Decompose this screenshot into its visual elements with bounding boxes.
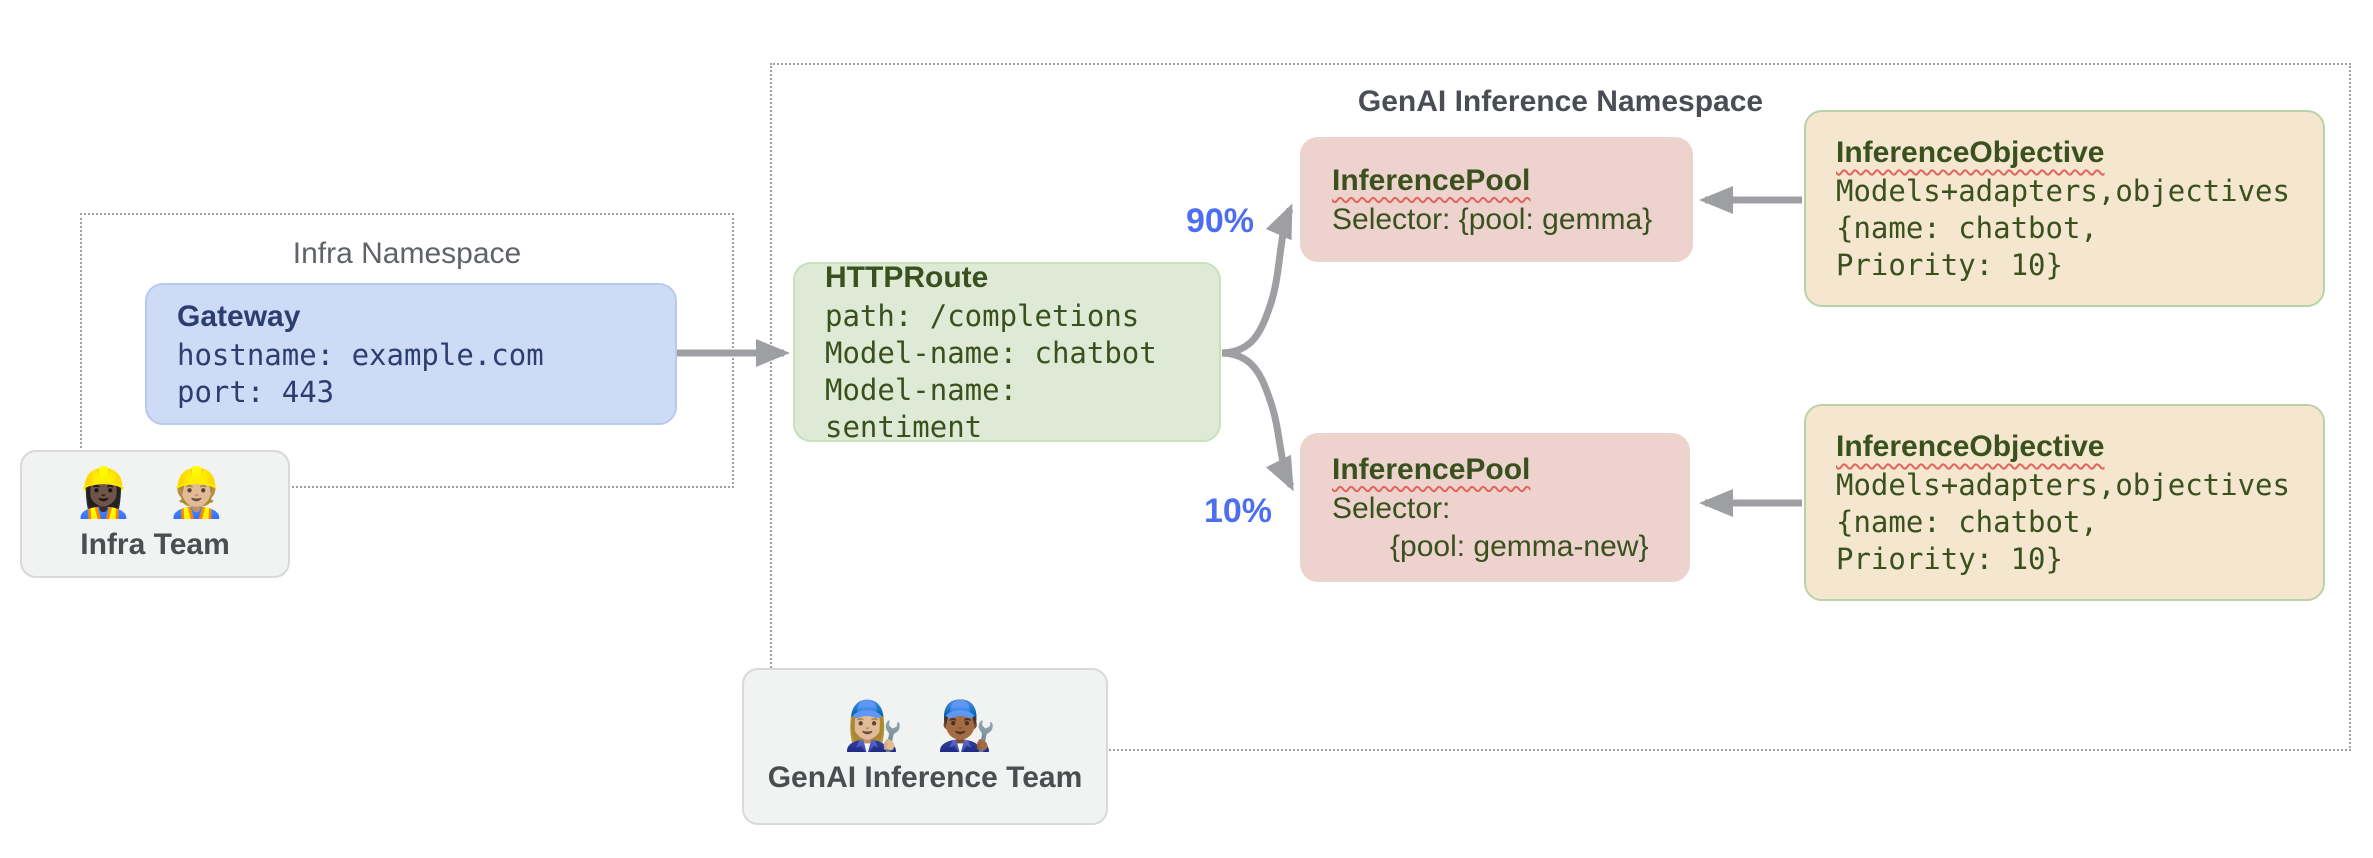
genai-namespace-box: GenAI Inference Namespace (770, 63, 2351, 751)
inference-objective-2-title: InferenceObjective (1836, 430, 2105, 463)
inference-objective-1-line-1: Models+adapters,objectives (1836, 174, 2290, 208)
infra-team-card: 👷🏿‍♀️ 👷🏼 Infra Team (20, 450, 290, 578)
httproute-path: path: /completions (825, 299, 1140, 333)
genai-team-label: GenAI Inference Team (767, 760, 1083, 794)
inference-objective-1-node: InferenceObjective Models+adapters,objec… (1804, 110, 2325, 307)
inference-pool-2-selector-value: {pool: gemma-new} (1390, 529, 1649, 563)
httproute-model-1: Model-name: chatbot (825, 336, 1157, 370)
inference-objective-1-title: InferenceObjective (1836, 136, 2105, 169)
httproute-node: HTTPRoute path: /completions Model-name:… (793, 261, 1221, 444)
gateway-port: port: 443 (177, 375, 335, 409)
inference-pool-1-selector: Selector: {pool: gemma} (1332, 202, 1653, 236)
infra-namespace-box: Infra Namespace (80, 213, 734, 488)
arrow-httproute-to-pool2 (1221, 349, 1295, 492)
inference-objective-2-node: InferenceObjective Models+adapters,objec… (1804, 404, 2325, 601)
inference-pool-2-title: InferencePool (1332, 452, 1531, 486)
genai-namespace-title: GenAI Inference Namespace (1357, 85, 1764, 118)
infra-namespace-title: Infra Namespace (292, 237, 522, 270)
inference-objective-2-line-2: {name: chatbot, (1836, 505, 2098, 539)
inference-objective-1-line-3: Priority: 10} (1836, 248, 2063, 282)
genai-team-card: 👩🏼‍🔧 👨🏾‍🔧 GenAI Inference Team (742, 668, 1108, 825)
infra-team-label: Infra Team (80, 528, 230, 561)
mechanic-icons: 👩🏼‍🔧 👨🏾‍🔧 (843, 699, 1007, 753)
httproute-model-2: Model-name: sentiment (825, 373, 1018, 444)
construction-worker-icons: 👷🏿‍♀️ 👷🏼 (73, 467, 237, 520)
inference-pool-1-title: InferencePool (1332, 163, 1531, 197)
httproute-title: HTTPRoute (825, 261, 989, 294)
inference-pool-2-selector: Selector: (1332, 491, 1451, 525)
inference-pool-2-node: InferencePool Selector: {pool: gemma-new… (1300, 433, 1690, 582)
inference-objective-2-line-1: Models+adapters,objectives (1836, 468, 2290, 502)
gateway-hostname: hostname: example.com (177, 338, 544, 372)
gateway-node: Gateway hostname: example.com port: 443 (145, 283, 677, 425)
traffic-split-90-label: 90% (1185, 202, 1255, 240)
arrow-httproute-to-pool1 (1221, 203, 1294, 357)
gateway-title: Gateway (177, 300, 301, 333)
traffic-split-10-label: 10% (1203, 492, 1273, 530)
inference-objective-1-line-2: {name: chatbot, (1836, 211, 2098, 245)
inference-pool-1-node: InferencePool Selector: {pool: gemma} (1300, 137, 1693, 262)
inference-objective-2-line-3: Priority: 10} (1836, 542, 2063, 576)
